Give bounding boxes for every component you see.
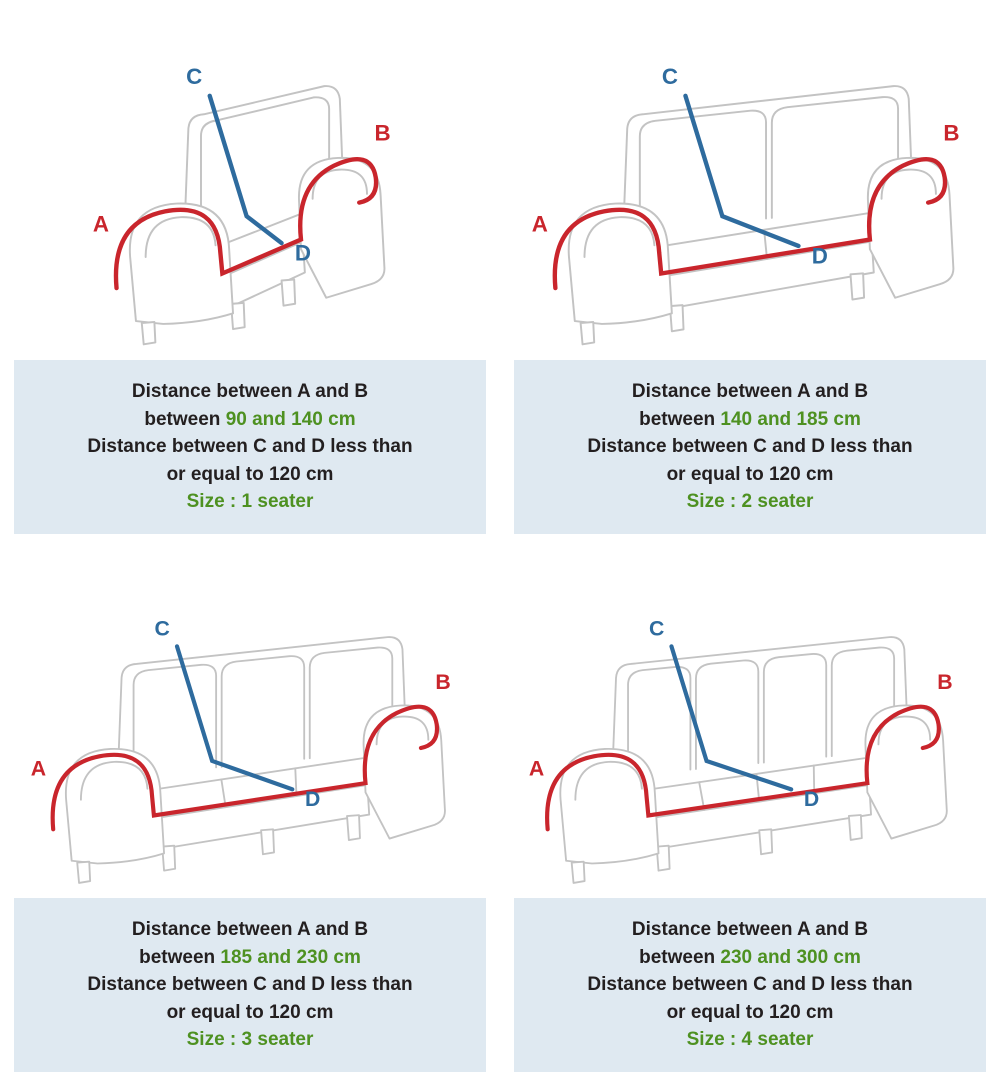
distance-cd-line-2: or equal to 120 cm [166,463,334,485]
measurement-line-ab [545,704,941,832]
label-b: B [435,670,450,694]
distance-ab-line: Distance between A and B [131,919,369,941]
measurement-line-ab [552,157,947,291]
sofa-drawing: A B C D [531,64,959,346]
measurement-line-ab [113,157,378,291]
panel-3-seater: A B C D Distance between A and B between 18… [0,574,500,1072]
sofa-illustration-3-seater: A B C D [0,574,500,898]
panel-2-seater: A B C D Distance between A and B between 14… [500,0,1000,534]
label-d: D [294,241,310,266]
sofa-illustration-4-seater: A B C D [500,574,1000,898]
range-ab-value: 140 and 185 cm [720,408,861,430]
label-c: C [649,616,664,640]
measurement-line-ab [50,704,440,832]
size-info-box-3-seater: Distance between A and B between 185 and… [14,898,486,1072]
distance-cd-line-1: Distance between C and D less than [587,436,913,458]
label-b: B [937,670,952,694]
label-c: C [155,616,170,640]
distance-ab-line: Distance between A and B [631,919,869,941]
sofa-body [559,636,948,884]
distance-cd-line-1: Distance between C and D less than [87,974,413,996]
range-ab-value: 185 and 230 cm [220,946,361,968]
sofa-body [128,85,385,346]
range-ab-line: between 140 and 185 cm [522,406,978,434]
label-d: D [305,787,320,811]
distance-ab-line: Distance between A and B [631,381,869,403]
panel-1-seater: A B C D Distance between A and B between 90… [0,0,500,534]
range-ab-line: between 185 and 230 cm [22,944,478,972]
distance-cd-line-2: or equal to 120 cm [166,1001,334,1023]
label-d: D [804,787,819,811]
size-info-box-1-seater: Distance between A and B between 90 and … [14,360,486,534]
size-label: Size : 3 seater [186,1029,314,1051]
distance-cd-line-1: Distance between C and D less than [87,436,413,458]
size-label: Size : 2 seater [686,491,814,513]
range-ab-prefix: between [144,408,226,430]
sofa-body [567,85,954,346]
label-a: A [529,757,544,781]
range-ab-prefix: between [639,946,721,968]
size-info-box-2-seater: Distance between A and B between 140 and… [514,360,986,534]
distance-ab-line: Distance between A and B [131,381,369,403]
measurement-line-cd [207,93,284,246]
measurement-line-cd [174,644,295,792]
label-a: A [31,757,46,781]
distance-cd-line-2: or equal to 120 cm [666,1001,834,1023]
distance-cd-line-1: Distance between C and D less than [587,974,913,996]
measurement-line-cd [682,93,801,249]
label-d: D [811,243,827,268]
label-c: C [661,64,677,89]
panel-4-seater: A B C D Distance between A and B between 23… [500,574,1000,1072]
sofa-illustration-2-seater: A B C D [500,0,1000,360]
range-ab-prefix: between [139,946,221,968]
label-a: A [92,212,108,237]
sofa-drawing: A B C D [529,616,953,884]
sofa-drawing: A B C D [31,616,451,884]
size-label: Size : 4 seater [686,1029,814,1051]
size-info-box-4-seater: Distance between A and B between 230 and… [514,898,986,1072]
distance-cd-line-2: or equal to 120 cm [666,463,834,485]
label-c: C [186,64,202,89]
sofa-body [64,636,446,884]
range-ab-value: 230 and 300 cm [720,946,861,968]
range-ab-prefix: between [639,408,721,430]
label-a: A [531,212,547,237]
label-b: B [374,120,390,145]
range-ab-line: between 230 and 300 cm [522,944,978,972]
sofa-drawing: A B C D [92,64,390,346]
label-b: B [943,120,959,145]
measurement-line-cd [669,644,794,792]
range-ab-line: between 90 and 140 cm [22,406,478,434]
sofa-illustration-1-seater: A B C D [0,0,500,360]
size-label: Size : 1 seater [186,491,314,513]
range-ab-value: 90 and 140 cm [225,408,356,430]
